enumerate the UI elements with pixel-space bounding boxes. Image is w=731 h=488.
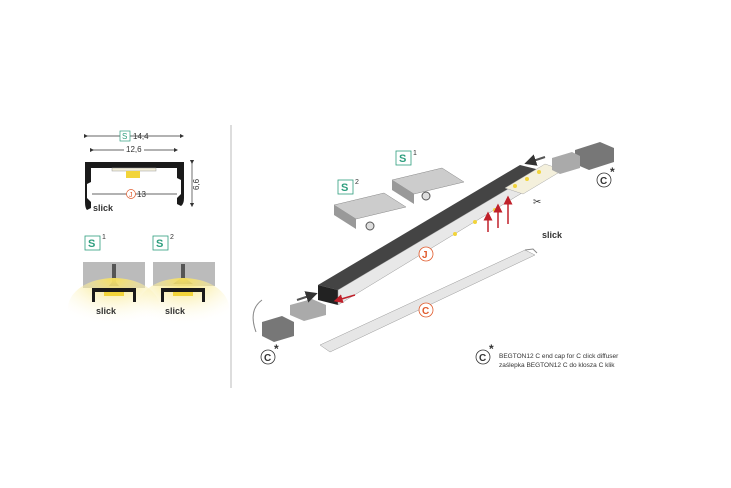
legend-line-2: zaślepka BEGTON12 C do klosza C klik	[499, 362, 615, 369]
dim-inner-width: 12,6	[126, 145, 142, 154]
dim-diffuser: 13	[137, 190, 146, 199]
variant-sup: 2	[170, 234, 174, 241]
cover-sup: 2	[355, 179, 359, 186]
variant-sup: 1	[102, 234, 106, 241]
legend: C * BEGTON12 C end cap for C click diffu…	[475, 342, 619, 369]
end-cap-mark: *	[274, 342, 279, 356]
profile-shape	[85, 162, 184, 210]
slick-label: slick	[96, 306, 117, 316]
diffuser-c-letter: C	[422, 306, 429, 317]
end-cap-mark: *	[610, 165, 615, 179]
dim-height: 6,6	[192, 178, 201, 190]
end-cap-bottom	[290, 299, 326, 321]
variant-2: S 2 slick	[137, 234, 229, 338]
variant-letter: S	[156, 238, 163, 250]
diffuser-letter: J	[129, 192, 133, 199]
end-cap-letter: C	[600, 176, 607, 187]
diffuser-j-letter: J	[422, 250, 428, 261]
slick-label: slick	[93, 203, 114, 213]
cover-sup: 1	[413, 150, 417, 157]
assembly: S 1 S 2 ✂ slick J C C *	[252, 142, 615, 365]
cover-letter: S	[399, 153, 406, 165]
end-cap-top	[575, 142, 614, 170]
profile-letter: S	[122, 132, 127, 141]
led-chip	[126, 171, 140, 178]
end-cap-letter: C	[264, 353, 271, 364]
variant-1: S 1 slick	[68, 234, 160, 338]
slick-label: slick	[542, 230, 563, 240]
legend-mark: *	[489, 342, 494, 356]
slick-label: slick	[165, 306, 186, 316]
legend-line-1: BEGTON12 C end cap for C click diffuser	[499, 353, 619, 360]
variant-letter: S	[88, 238, 95, 250]
diffuser-c	[319, 249, 536, 353]
dim-outer-width: 14,4	[133, 132, 149, 141]
cover-letter: S	[341, 182, 348, 194]
scissors-icon: ✂	[533, 197, 541, 208]
aluminium-profile	[318, 165, 540, 290]
legend-letter: C	[479, 353, 486, 364]
cross-section: S 14,4 12,6 6,6 J 13 slick	[83, 130, 201, 213]
